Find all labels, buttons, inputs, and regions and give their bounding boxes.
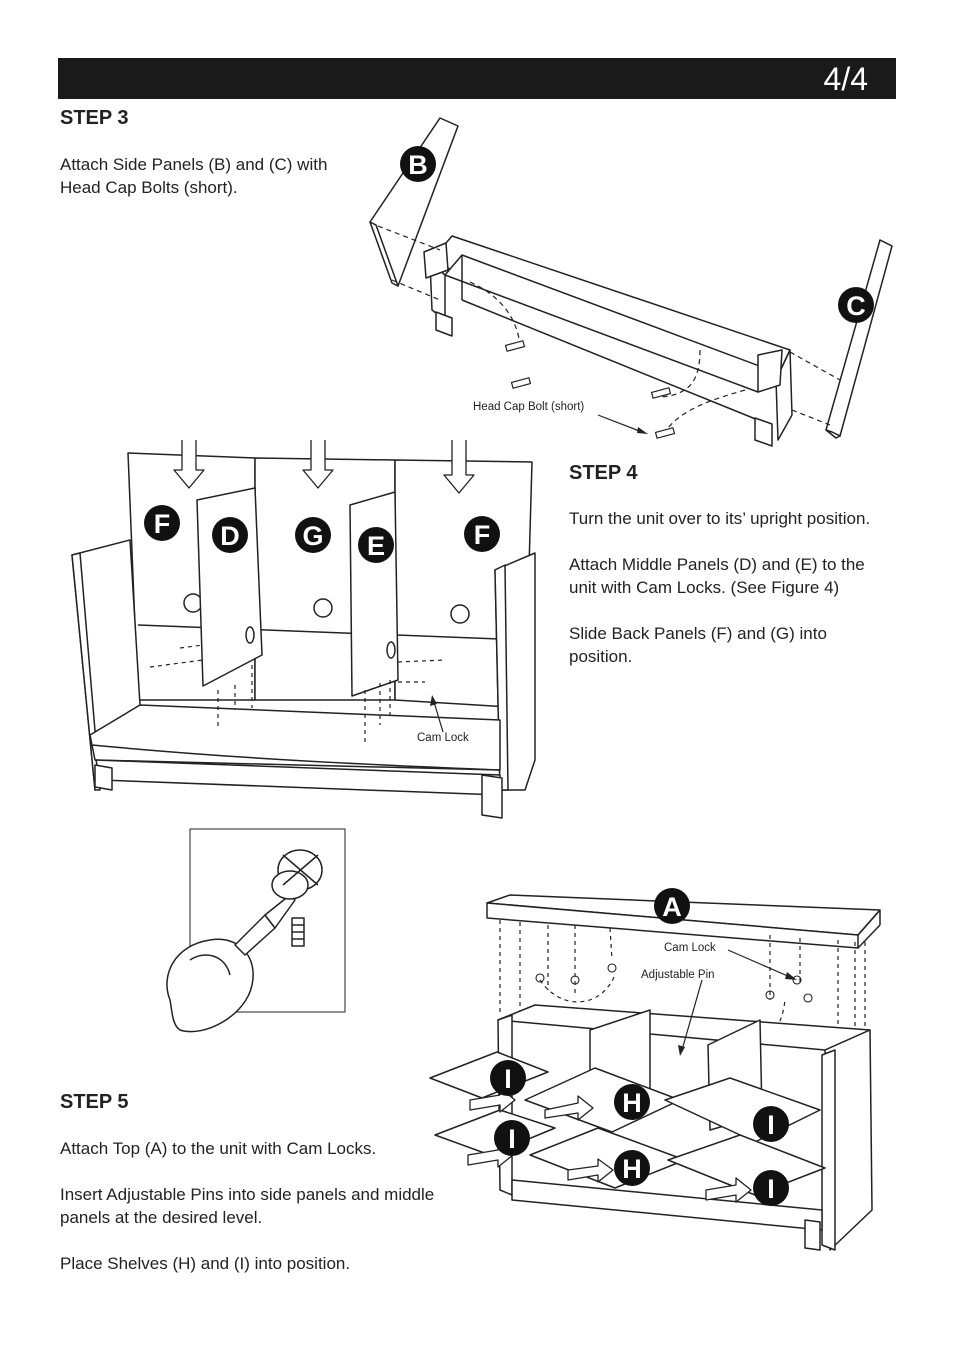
- part-label-f-right-circle: [464, 516, 500, 552]
- part-label-e: E: [367, 531, 385, 561]
- part-label-b-circle: [400, 146, 436, 182]
- part-label-i-2: I: [767, 1110, 775, 1140]
- part-label-i-4-circle: [753, 1170, 789, 1206]
- part-label-f-left: F: [154, 509, 171, 539]
- step5-title: STEP 5: [60, 1091, 129, 1113]
- part-label-c: C: [846, 291, 866, 321]
- part-label-e-circle: [358, 527, 394, 563]
- step5-part-labels: A I H I I H I Cam Lock Adjustable Pin: [490, 888, 789, 1206]
- step3-title: STEP 3: [60, 107, 129, 129]
- step3-part-labels: B C Head Cap Bolt (short): [400, 146, 874, 413]
- step5-paragraph-1: Attach Top (A) to the unit with Cam Lock…: [60, 1139, 377, 1158]
- part-label-g: G: [302, 521, 323, 551]
- step5-paragraph-2: Insert Adjustable Pins into side panels …: [60, 1185, 435, 1227]
- part-label-a: A: [662, 892, 682, 922]
- cam-lock-callout-step5: Cam Lock: [664, 942, 716, 954]
- part-label-i-3-circle: [494, 1120, 530, 1156]
- part-label-i-4: I: [767, 1174, 775, 1204]
- part-label-h-1: H: [622, 1088, 642, 1118]
- part-label-d-circle: [212, 517, 248, 553]
- part-label-h-2: H: [622, 1154, 642, 1184]
- step3-text-block: Attach Side Panels (B) and (C) with Head…: [60, 153, 370, 222]
- step4-diagram: [71, 440, 536, 819]
- step5-text-block: Attach Top (A) to the unit with Cam Lock…: [60, 1137, 435, 1298]
- part-label-c-circle: [838, 287, 874, 323]
- part-label-f-left-circle: [144, 505, 180, 541]
- part-label-h-2-circle: [614, 1150, 650, 1186]
- step3-diagram: [369, 117, 893, 447]
- part-label-i-3: I: [508, 1124, 516, 1154]
- step5-paragraph-3: Place Shelves (H) and (I) into position.: [60, 1254, 351, 1273]
- adjustable-pin-callout: Adjustable Pin: [641, 969, 715, 981]
- figure4-inset: [166, 828, 346, 1033]
- page-header-bar: 4/4: [58, 58, 896, 99]
- part-label-f-right: F: [474, 520, 491, 550]
- part-label-i-1-circle: [490, 1060, 526, 1096]
- part-label-i-1: I: [504, 1064, 512, 1094]
- part-label-h-1-circle: [614, 1084, 650, 1120]
- part-label-d: D: [220, 521, 240, 551]
- part-label-a-circle: [654, 888, 690, 924]
- part-label-i-2-circle: [753, 1106, 789, 1142]
- step4-paragraph-2: Attach Middle Panels (D) and (E) to the …: [569, 555, 865, 597]
- step3-instruction: Attach Side Panels (B) and (C) with Head…: [60, 155, 328, 197]
- step4-paragraph-3: Slide Back Panels (F) and (G) into posit…: [569, 624, 827, 666]
- head-cap-bolt-callout: Head Cap Bolt (short): [473, 401, 584, 413]
- part-label-b: B: [408, 150, 428, 180]
- page-number: 4/4: [823, 61, 868, 97]
- step4-part-labels: F D G E F Cam Lock: [144, 505, 500, 744]
- part-label-g-circle: [295, 517, 331, 553]
- step4-paragraph-1: Turn the unit over to its’ upright posit…: [569, 509, 871, 528]
- cam-lock-callout: Cam Lock: [417, 732, 469, 744]
- step4-text-block: Turn the unit over to its’ upright posit…: [569, 507, 889, 691]
- step4-title: STEP 4: [569, 462, 638, 484]
